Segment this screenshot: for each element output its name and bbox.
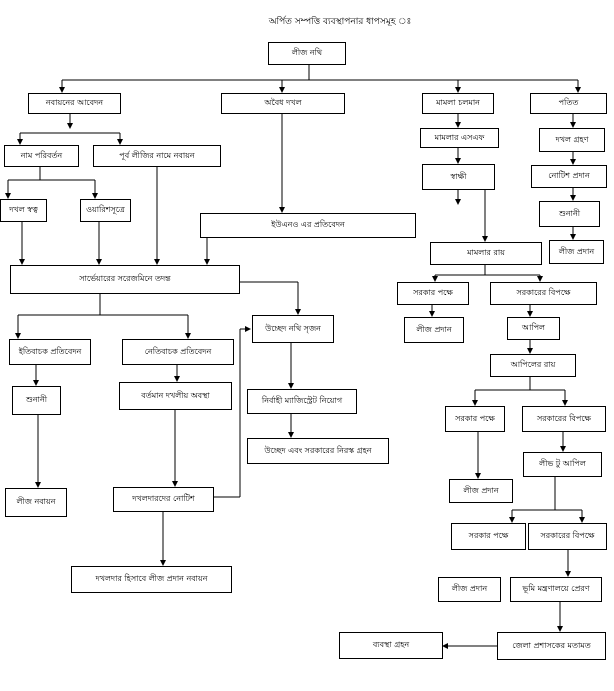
- node-executive-magistrate: নির্বাহী ম্যাজিস্ট্রেট নিয়োগ: [247, 389, 357, 414]
- node-lease-grant-1: লীজ প্রদান: [404, 317, 464, 343]
- node-leave-to-appeal: লীভ টু আপিল: [523, 452, 602, 477]
- node-illegal-possession: অবৈধ দখল: [221, 93, 345, 114]
- node-fallow: পতিত: [530, 93, 607, 114]
- node-field-inspection: সার্ভেয়ারের সরেজমিনে তদন্ত: [10, 265, 240, 294]
- node-uno-report: ইউএনও এর প্রতিবেদন: [200, 213, 416, 238]
- node-current-possession: বর্তমান দখলীয় অবস্থা: [119, 382, 232, 410]
- node-take-possession: দখল গ্রহণ: [539, 128, 605, 152]
- node-witness: স্বাক্ষী: [422, 164, 495, 190]
- node-positive-report: ইতিবাচক প্রতিবেদন: [9, 339, 91, 365]
- node-appeal: আপিল: [507, 317, 560, 340]
- node-renewal-application: নবায়নের আবেদন: [28, 93, 121, 114]
- node-case-sf: মামলার এসএফ: [420, 128, 499, 148]
- node-case-verdict: মামলার রায়: [430, 242, 542, 265]
- node-land-ministry: ভূমি মন্ত্রণালয়ে প্রেরণ: [510, 577, 602, 602]
- node-action-taken: ব্যবস্থা গ্রহন: [339, 632, 443, 659]
- node-govt-against-1: সরকারের বিপক্ষে: [490, 282, 597, 305]
- diagram-title: অর্পিত সম্পত্তি ব্যবস্থাপনার ধাপসমূহ ঃ: [268, 17, 412, 27]
- node-inheritance: ওয়ারিশসূত্রে: [80, 199, 131, 222]
- node-hearing: শুনানী: [12, 386, 61, 415]
- node-possession-right: দখল স্বত্ব: [0, 199, 47, 222]
- node-govt-against-2: সরকারের বিপক্ষে: [522, 406, 606, 432]
- node-occupant-lease-renewal: দখলদার হিসাবে লীজ প্রদান নবায়ন: [71, 566, 232, 593]
- node-eviction-takeover: উচ্ছেদ এবং সরকারের নিরস্ক গ্রহন: [247, 438, 389, 464]
- node-lease-grant-fallow: লীজ প্রদান: [549, 240, 604, 264]
- node-govt-favor-3: সরকার পক্ষে: [451, 523, 526, 550]
- node-lease-grant-3: লীজ প্রদান: [438, 577, 501, 602]
- node-govt-favor-2: সরকার পক্ষে: [445, 406, 505, 432]
- node-govt-favor-1: সরকার পক্ষে: [397, 282, 469, 305]
- node-name-change: নাম পরিবর্তন: [4, 145, 79, 167]
- node-notice-issue: নোটিশ প্রদান: [531, 165, 607, 188]
- node-lease-grant-2: লীজ প্রদান: [449, 479, 513, 503]
- node-lease-file: লীজ নথি: [268, 42, 346, 65]
- node-district-admin-opinion: জেলা প্রশাসকের মতামত: [497, 632, 606, 660]
- node-govt-against-3: সরকারের বিপক্ষে: [528, 523, 607, 550]
- node-appeal-verdict: আপিলের রায়: [490, 354, 576, 377]
- node-eviction-file: উচ্ছেদ নথি সৃজন: [252, 315, 334, 343]
- node-renewal-previous-name: পূর্ব লীজির নামে নবায়ন: [93, 145, 221, 167]
- node-negative-report: নেতিবাচক প্রতিবেদন: [122, 339, 234, 365]
- node-case-proceeding: মামলা চলমান: [422, 93, 494, 114]
- node-hearing-fallow: শুনানী: [539, 201, 600, 227]
- node-lease-renewal: লীজ নবায়ন: [5, 488, 67, 517]
- node-occupant-notice: দখলদারদের নোটিশ: [113, 487, 214, 512]
